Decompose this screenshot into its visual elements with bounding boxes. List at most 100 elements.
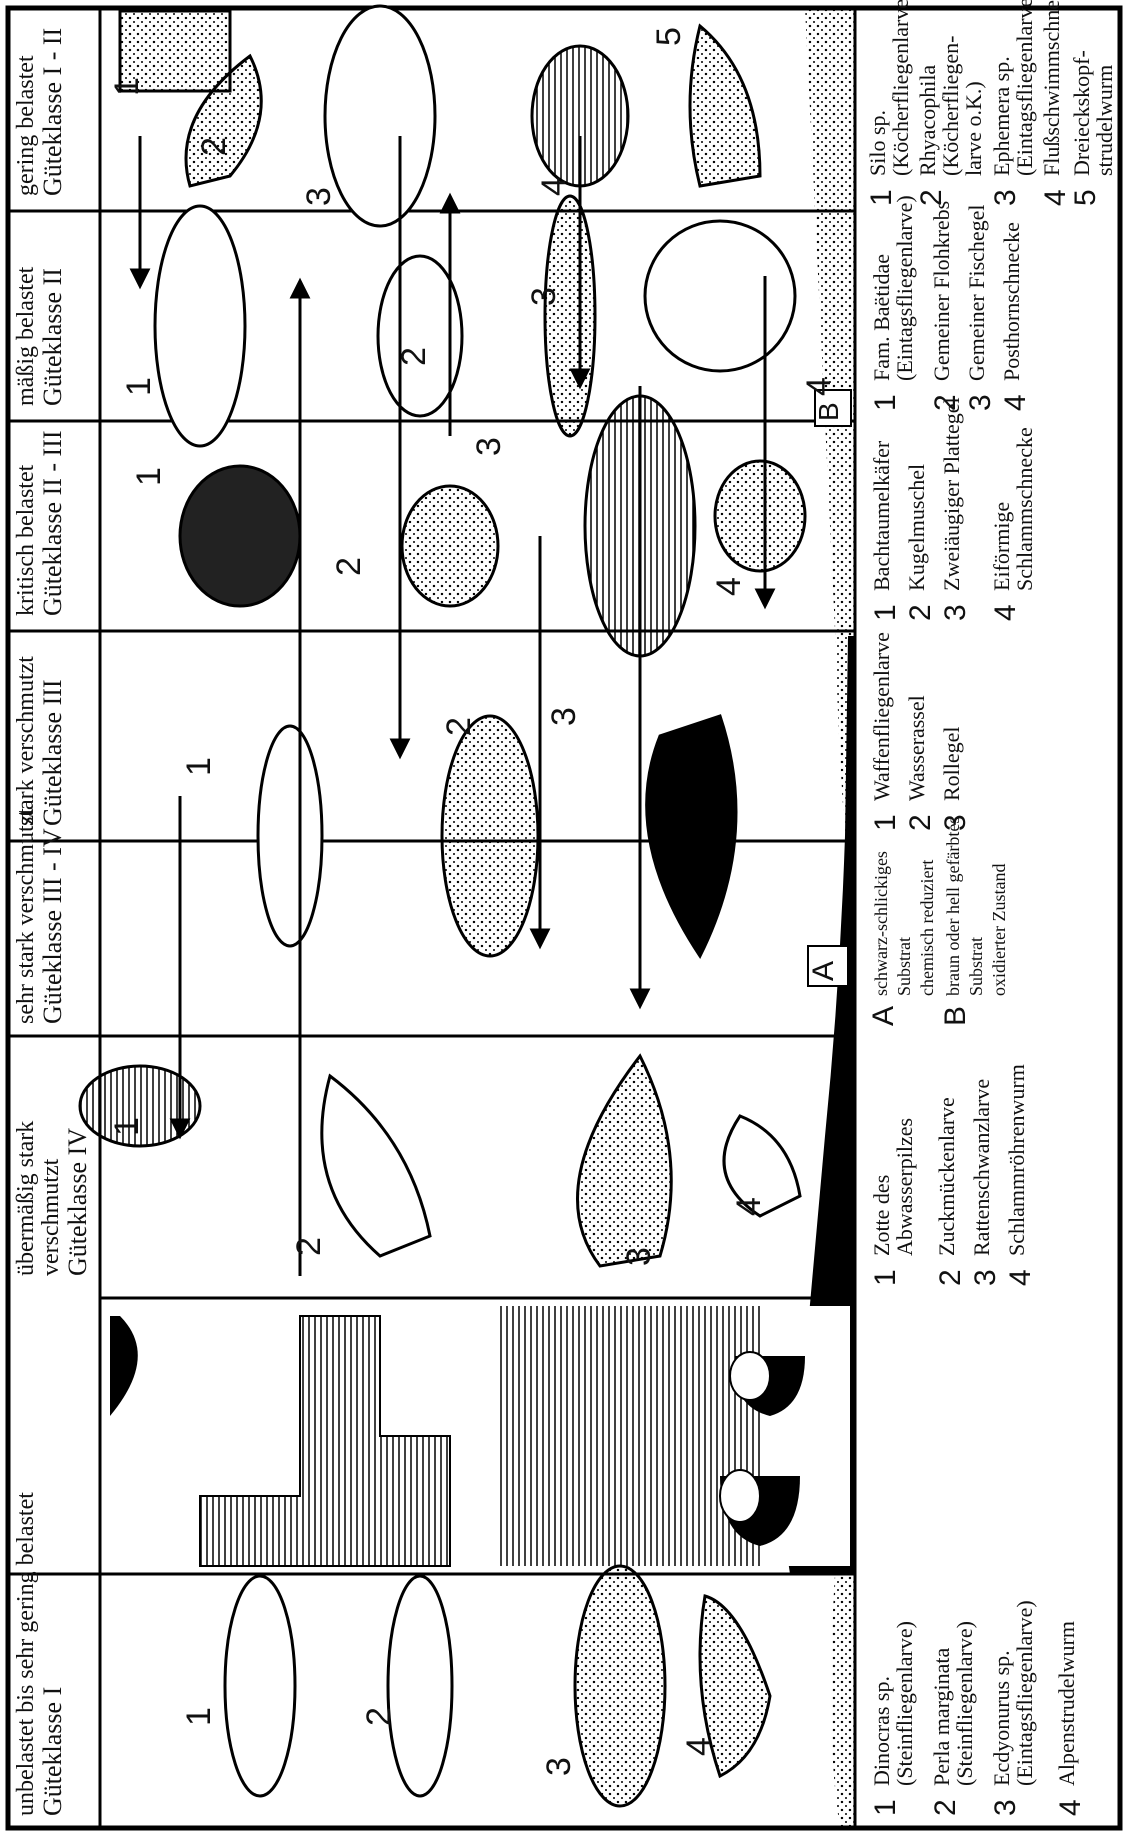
header-class-2: Güteklasse IV xyxy=(64,1046,91,1276)
header-column-2: übermäßig stark verschmutzt Güteklasse I… xyxy=(14,1046,92,1276)
header-column-7: gering belastet Güteklasse I - II xyxy=(14,28,66,196)
legend-sub: (Steinfliegenlarve) xyxy=(892,1621,917,1786)
legend-num: 4 xyxy=(1055,1799,1087,1816)
header-class-5: Güteklasse II - III xyxy=(39,430,66,616)
legend-num: 1 xyxy=(870,394,902,411)
legend-line: Substrat xyxy=(966,937,986,996)
header-column-6: mäßig belastet Güteklasse II xyxy=(14,267,66,406)
rollegel xyxy=(647,716,736,956)
legend-num: 3 xyxy=(965,394,997,411)
legend-c4-2: 2Wasserassel xyxy=(905,695,928,801)
legend-num: 4 xyxy=(1040,189,1072,206)
legend-name: Zotte des xyxy=(869,1175,894,1256)
legend-name: Gemeiner Fischegel xyxy=(964,204,989,381)
legend-name: Dreieckskopf- xyxy=(1069,50,1094,176)
wasserassel xyxy=(442,716,538,956)
perla-larva xyxy=(388,1576,452,1796)
header-column-5: kritisch belastet Güteklasse II - III xyxy=(14,430,66,616)
legend-c1-4: 4Alpenstrudelwurm xyxy=(1055,1621,1078,1786)
legend-sub: strudelwurm xyxy=(1092,65,1117,176)
legend-num: 1 xyxy=(866,189,898,206)
legend-name: Gemeiner Flohkrebs xyxy=(929,201,954,381)
legend-name: Kugelmuschel xyxy=(904,464,929,591)
sewage-outfall-illustration xyxy=(110,1306,850,1566)
legend-num: 4 xyxy=(1000,394,1032,411)
fig-num-c6-1: 1 xyxy=(120,377,159,396)
legend-name: Zweiäugiger Plattegel xyxy=(939,397,964,591)
header-title-1: unbelastet bis sehr gering belastet xyxy=(13,1492,39,1816)
sand-substrate-left xyxy=(831,1574,855,1828)
legend-line: Substrat xyxy=(894,937,914,996)
fig-num-c2-2: 2 xyxy=(290,1237,329,1256)
legend-num: 4 xyxy=(990,604,1022,621)
legend-c2-4: 4Schlammröhrenwurm xyxy=(1005,1064,1028,1256)
legend-name: Rhyacophila xyxy=(915,65,940,176)
legend-num: 3 xyxy=(940,604,972,621)
substrate-marker-A: A xyxy=(807,961,841,981)
fig-num-c1-2: 2 xyxy=(360,1707,399,1726)
legend-name: Schlammröhrenwurm xyxy=(1004,1064,1029,1256)
legend-name: Ecdyonurus sp. xyxy=(989,1650,1014,1786)
zuckmueckenlarve xyxy=(322,1076,430,1256)
header-title-6: mäßig belastet xyxy=(13,267,39,406)
legend-sub: Schlammschnecke xyxy=(1012,427,1037,591)
header-title-2: übermäßig stark verschmutzt xyxy=(13,1121,64,1276)
header-class-4: Güteklasse III xyxy=(39,656,66,826)
legend-sub: (Köcherfliegenlarve) xyxy=(888,0,913,176)
legend-num: 2 xyxy=(930,1799,962,1816)
fig-num-c7-3: 3 xyxy=(300,187,339,206)
legend-name: Dinocras sp. xyxy=(869,1676,894,1786)
fischegel xyxy=(545,196,595,436)
legend-name: Alpenstrudelwurm xyxy=(1054,1621,1079,1786)
legend-name: Perla marginata xyxy=(929,1648,954,1786)
legend-name: Rattenschwanzlarve xyxy=(969,1079,994,1256)
waffenfliegenlarve xyxy=(258,726,322,946)
strudelwurm xyxy=(690,26,760,186)
fig-num-c1-4: 4 xyxy=(680,1737,719,1756)
header-title-7: gering belastet xyxy=(13,55,39,196)
bachtaumelkaefer xyxy=(180,466,300,606)
legend-line: oxidierter Zustand xyxy=(989,864,1009,996)
legend-num: 4 xyxy=(1005,1269,1037,1286)
legend-sub: Abwasserpilzes xyxy=(892,1118,917,1256)
legend-num: 2 xyxy=(930,394,962,411)
header-title-4: stark verschmutzt xyxy=(13,656,39,826)
legend-name: Bachtaumelkäfer xyxy=(869,441,894,591)
header-title-5: kritisch belastet xyxy=(13,465,39,616)
fig-num-c1-3: 3 xyxy=(540,1757,579,1776)
dinocras-larva xyxy=(225,1576,295,1796)
legend-substrate-A: Aschwarz-schlickigesSubstratchemisch red… xyxy=(868,851,937,996)
legend-num: 1 xyxy=(870,604,902,621)
posthornschnecke xyxy=(645,221,795,371)
ephemera-larva xyxy=(325,6,435,226)
fig-num-c2-3: 3 xyxy=(620,1247,659,1266)
legend-letter: A xyxy=(868,1006,900,1026)
substrate-marker-B: B xyxy=(813,402,845,421)
legend-name: Posthornschnecke xyxy=(999,222,1024,381)
fig-num-c7-5: 5 xyxy=(650,27,689,46)
legend-num: 3 xyxy=(940,814,972,831)
fig-num-c6-3: 3 xyxy=(525,287,564,306)
legend-num: 5 xyxy=(1070,189,1102,206)
legend-sub: (Eintagsfliegenlarve) xyxy=(1012,0,1037,176)
header-column-1: unbelastet bis sehr gering belastet Güte… xyxy=(14,1492,66,1816)
legend-c5-2: 2Kugelmuschel xyxy=(905,464,928,591)
legend-line: braun oder hell gefärbtes xyxy=(943,817,963,996)
legend-name: Wasserassel xyxy=(904,695,929,801)
legend-num: 2 xyxy=(905,814,937,831)
legend-c7-2: 2Rhyacophila(Köcherfliegen-larve o.K.) xyxy=(916,36,985,176)
fig-num-c5-1: 1 xyxy=(130,467,169,486)
legend-letter: B xyxy=(940,1006,972,1026)
fig-num-c5-4: 4 xyxy=(710,577,749,596)
fig-num-c1-1: 1 xyxy=(180,1707,219,1726)
fig-num-c2-4: 4 xyxy=(730,1197,769,1216)
